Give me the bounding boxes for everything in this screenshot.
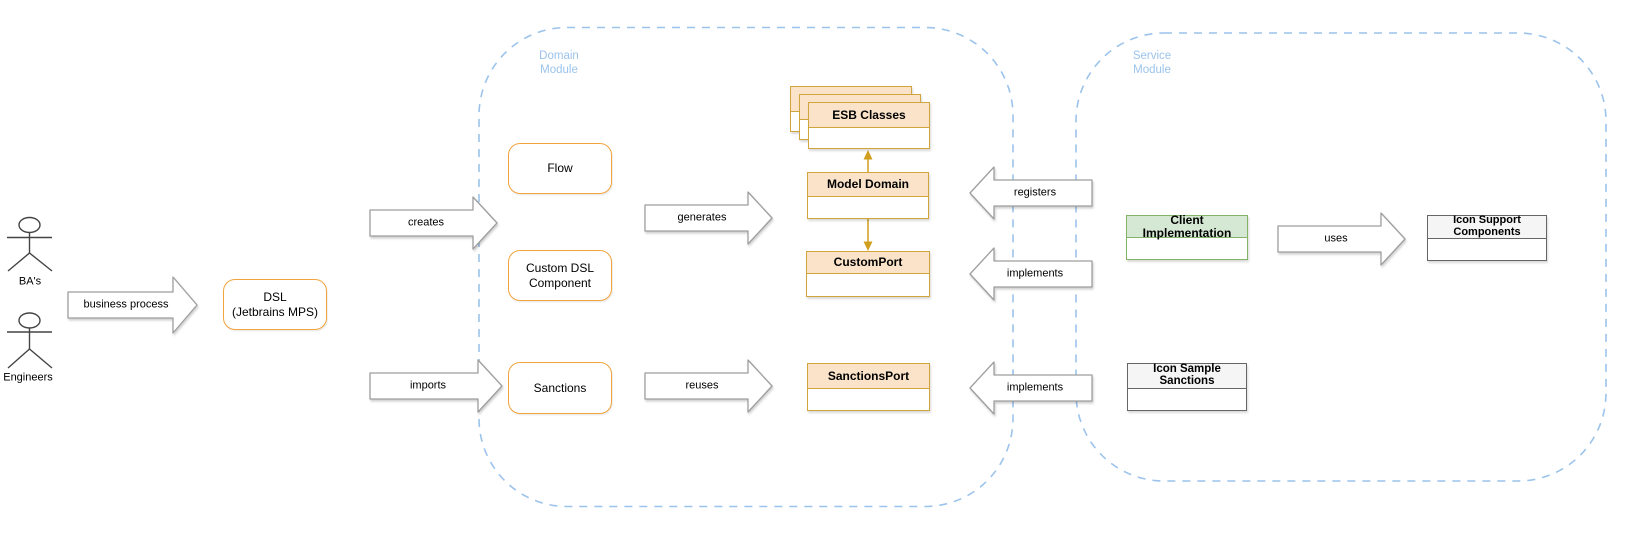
icon-sample-sanctions-body (1127, 389, 1247, 411)
icon-support-components-box: Icon Support Components (1427, 215, 1547, 261)
client-implementation-box: Client Implementation (1126, 214, 1248, 260)
domain-module-label: Domain Module (539, 50, 579, 76)
sanctions-port-body (807, 389, 930, 411)
sanctions-port-header: SanctionsPort (807, 363, 930, 389)
service-module-outline (1075, 32, 1607, 482)
imports-label: imports (409, 379, 447, 392)
custom-port-body (806, 274, 930, 297)
esb-classes-body (808, 128, 930, 149)
custom-port-box: CustomPort (806, 251, 930, 297)
actor-bas-figure (7, 216, 53, 272)
model-domain-to-esb-connector (863, 150, 873, 172)
model-domain-box: Model Domain (807, 172, 929, 219)
actor-bas-label: BA's (18, 275, 42, 288)
implements-sanctionsport-arrow (969, 361, 1093, 415)
actor-engineers-label: Engineers (3, 371, 53, 384)
reuses-arrow (644, 359, 773, 413)
model-domain-header: Model Domain (807, 172, 929, 197)
business-process-label: business process (83, 298, 169, 311)
creates-label: creates (407, 216, 445, 229)
icon-sample-sanctions-box: Icon Sample Sanctions (1127, 363, 1247, 411)
flow-box: Flow (508, 143, 612, 194)
actor-engineers-figure (7, 312, 53, 369)
implements-customport-arrow (969, 247, 1093, 301)
registers-label: registers (1013, 186, 1057, 199)
implements-customport-label: implements (1006, 267, 1064, 280)
icon-support-components-body (1427, 239, 1547, 261)
client-implementation-body (1126, 238, 1248, 260)
model-domain-to-customport-connector (863, 219, 873, 251)
model-domain-body (807, 197, 929, 219)
imports-arrow (369, 359, 503, 413)
icon-support-components-header: Icon Support Components (1427, 215, 1547, 239)
esb-classes-header: ESB Classes (808, 102, 930, 128)
icon-sample-sanctions-header: Icon Sample Sanctions (1127, 363, 1247, 389)
custom-port-header: CustomPort (806, 251, 930, 274)
generates-label: generates (677, 211, 727, 224)
client-implementation-header: Client Implementation (1126, 214, 1248, 239)
dsl-box: DSL (Jetbrains MPS) (223, 279, 327, 330)
esb-classes-box-front: ESB Classes (808, 102, 930, 149)
sanctions-box: Sanctions (508, 362, 612, 414)
custom-dsl-component-box: Custom DSL Component (508, 250, 612, 301)
implements-sanctionsport-label: implements (1006, 381, 1064, 394)
sanctions-port-box: SanctionsPort (807, 363, 930, 411)
business-process-arrow (67, 276, 198, 334)
registers-arrow (969, 166, 1093, 220)
reuses-label: reuses (685, 379, 719, 392)
uses-arrow (1277, 212, 1406, 266)
service-module-label: Service Module (1132, 50, 1172, 76)
creates-arrow (369, 196, 498, 250)
generates-arrow (644, 191, 773, 245)
uses-label: uses (1324, 232, 1348, 245)
